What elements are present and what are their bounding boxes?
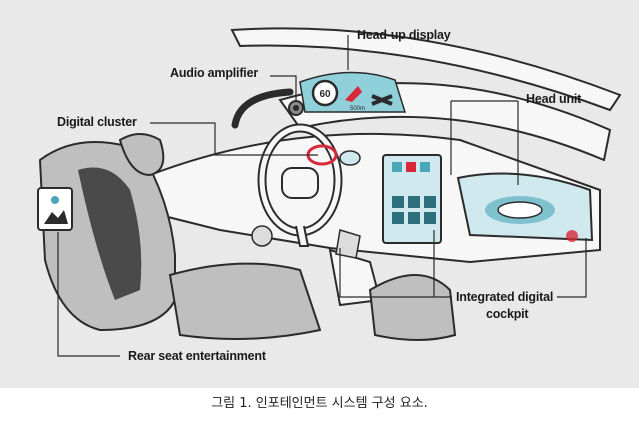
headrest — [118, 133, 165, 177]
door-speaker — [251, 225, 273, 247]
rear-seat-leader — [57, 232, 120, 357]
label-rear-seat-entertainment: Rear seat entertainment — [128, 349, 266, 363]
label-integrated-cockpit-line1: Integrated digital — [456, 290, 554, 304]
label-head-unit: Head unit — [526, 92, 582, 106]
hud-speed-gauge — [311, 79, 339, 107]
image-icon — [44, 210, 68, 224]
windshield-frame — [230, 27, 622, 112]
steering-hub — [281, 167, 319, 199]
leader-lines — [57, 35, 587, 357]
hud-speed-value: 60 — [319, 89, 331, 100]
driver-seat-cushion — [168, 262, 322, 340]
passenger-seat — [368, 274, 457, 341]
hud-arrow-icon — [345, 86, 362, 102]
mirror-arm — [231, 88, 294, 129]
label-digital-cluster: Digital cluster — [57, 115, 137, 129]
cockpit-leader-1 — [339, 248, 452, 298]
car-icon — [497, 201, 543, 219]
car-interior-illustration: 60 500m — [37, 27, 622, 357]
hud-distance-value: 500m — [350, 106, 365, 112]
figure-caption: 그림 1. 인포테인먼트 시스템 구성 요소. — [211, 396, 428, 411]
label-head-up-display: Head-up display — [357, 28, 451, 42]
driver-seat-side-bolster — [78, 167, 142, 300]
hud-cross-icon — [371, 94, 393, 106]
gear-shifter — [335, 229, 361, 259]
cluster-leader — [150, 122, 318, 156]
amplifier-leader — [270, 75, 297, 100]
label-integrated-cockpit-line2: cockpit — [486, 307, 529, 321]
cockpit-leader-3 — [557, 238, 587, 298]
label-audio-amplifier: Audio amplifier — [170, 66, 258, 80]
